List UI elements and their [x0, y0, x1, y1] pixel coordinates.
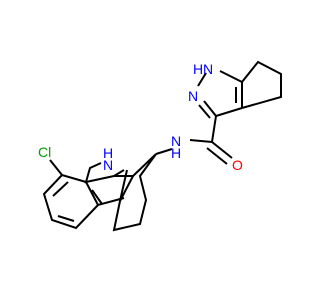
chlorine-label: Cl [38, 144, 51, 160]
bond [206, 147, 228, 165]
bond [42, 173, 99, 230]
bond [215, 107, 243, 117]
indole-nh-h-label: H [103, 145, 113, 161]
bond [57, 215, 75, 222]
bond [84, 162, 115, 184]
bonds [42, 60, 282, 232]
pyrazole-nh-h-label: H [193, 61, 203, 77]
bond [91, 189, 103, 205]
atom-labels: Cl H N H N N N H O [38, 61, 243, 173]
bond [49, 159, 63, 176]
bond [197, 72, 207, 87]
indole-n-label: N [103, 157, 113, 173]
bond [198, 104, 211, 119]
bond [85, 181, 125, 207]
amide-nh-h-label: H [171, 145, 181, 161]
bond [189, 139, 213, 143]
bond [203, 100, 217, 117]
bond [112, 153, 157, 232]
bond [241, 60, 282, 109]
pyrazole-n2-label: N [188, 88, 198, 104]
molecule-structure-svg: Cl H N H N N N H O [38, 60, 282, 232]
amide-n-label: N [171, 133, 181, 149]
bond [211, 141, 233, 159]
molecule-diagram: Cl H N H N N N H O [38, 60, 282, 232]
pyrazole-nh-n-label: N [203, 61, 213, 77]
bond [155, 148, 173, 155]
bond [211, 115, 217, 143]
bond [119, 169, 128, 202]
bond [52, 181, 69, 197]
carbonyl-o-label: O [232, 157, 243, 173]
bond [219, 70, 243, 83]
